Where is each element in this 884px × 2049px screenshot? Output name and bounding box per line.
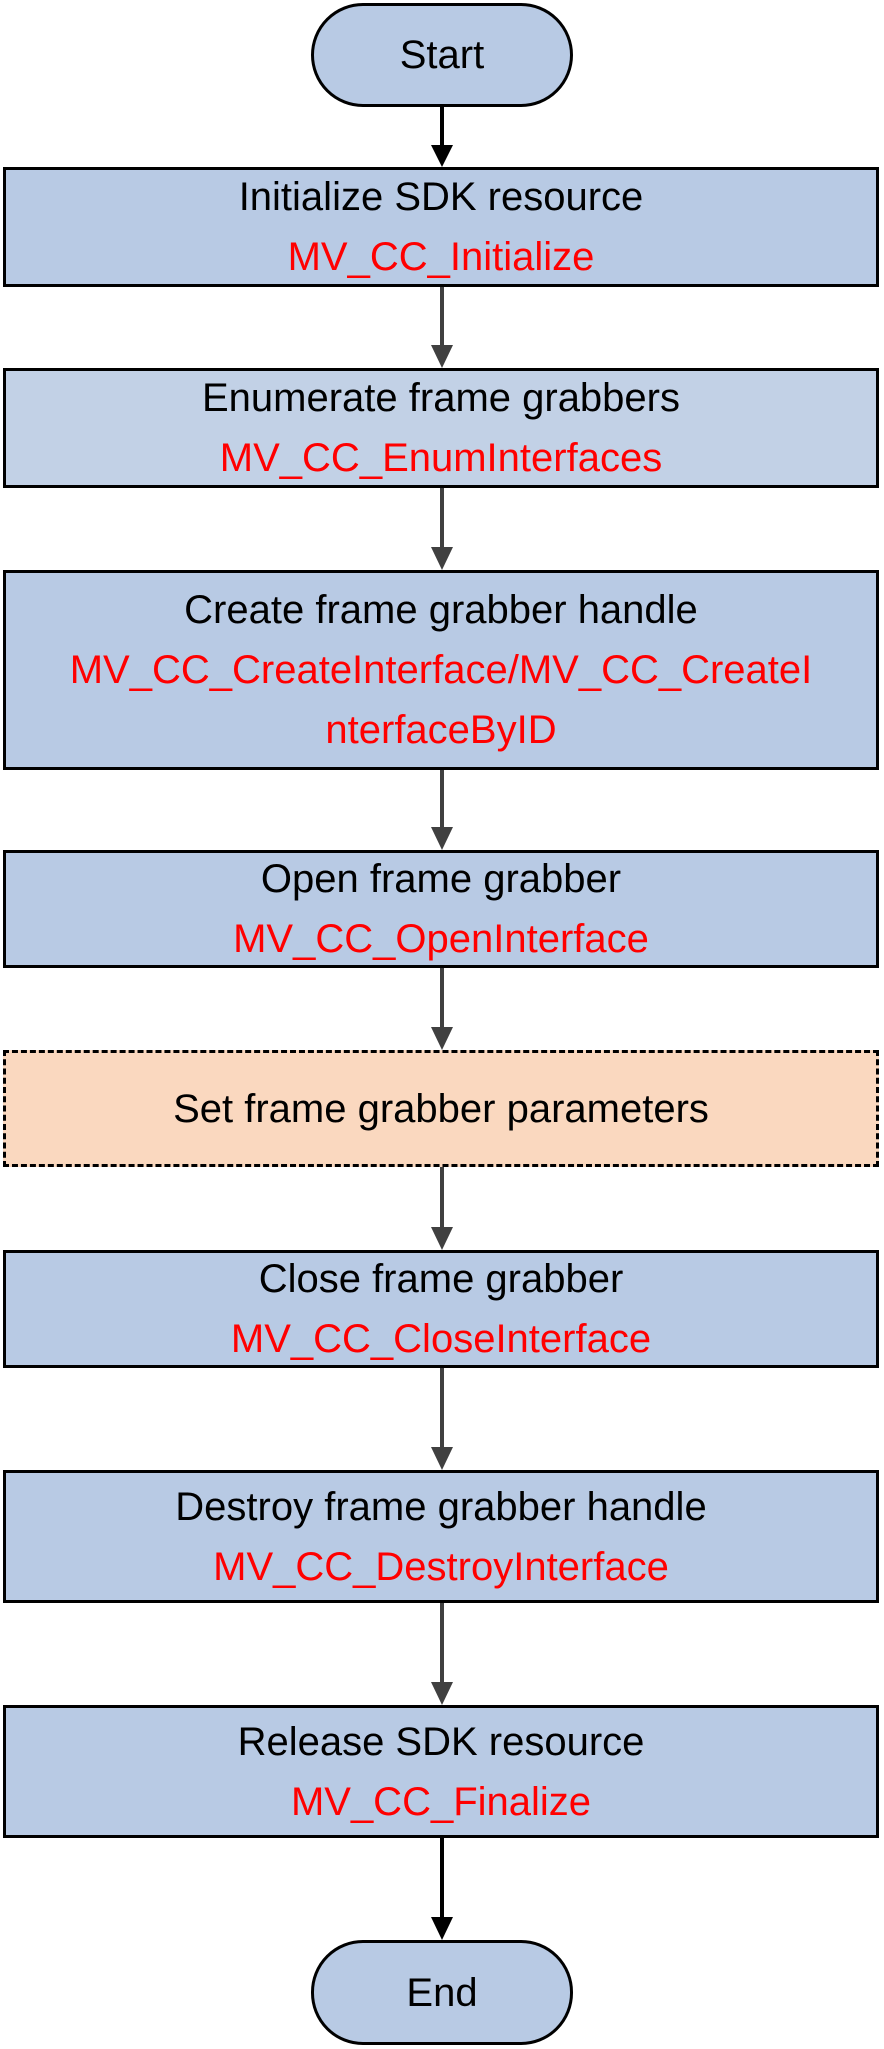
- arrow-destroy-to-release: [431, 1603, 453, 1705]
- step-create-handle-api-line2: nterfaceByID: [325, 708, 557, 752]
- step-enumerate-grabbers-title: Enumerate frame grabbers: [201, 376, 680, 420]
- step-destroy-handle: Destroy frame grabber handle MV_CC_Destr…: [3, 1470, 879, 1603]
- step-set-parameters: Set frame grabber parameters: [3, 1050, 879, 1167]
- arrow-enumerate-to-create: [431, 488, 453, 570]
- step-open-grabber: Open frame grabber MV_CC_OpenInterface: [3, 850, 879, 968]
- end-terminal: End: [311, 1940, 573, 2045]
- step-enumerate-grabbers-api: MV_CC_EnumInterfaces: [219, 436, 663, 480]
- step-create-handle-title: Create frame grabber handle: [184, 588, 698, 632]
- start-label: Start: [399, 33, 485, 77]
- step-close-grabber-title: Close frame grabber: [258, 1257, 624, 1301]
- step-initialize-sdk-title: Initialize SDK resource: [238, 175, 644, 219]
- step-release-sdk: Release SDK resource MV_CC_Finalize: [3, 1705, 879, 1838]
- end-label: End: [406, 1970, 478, 2015]
- step-destroy-handle-title: Destroy frame grabber handle: [175, 1484, 707, 1529]
- step-open-grabber-title: Open frame grabber: [260, 857, 622, 901]
- step-create-handle: Create frame grabber handle MV_CC_Create…: [3, 570, 879, 770]
- step-enumerate-grabbers: Enumerate frame grabbers MV_CC_EnumInter…: [3, 368, 879, 488]
- arrow-close-to-destroy: [431, 1368, 453, 1470]
- arrow-start-to-initialize: [431, 107, 453, 167]
- step-initialize-sdk-api: MV_CC_Initialize: [287, 235, 595, 279]
- arrow-set-params-to-close: [431, 1167, 453, 1250]
- step-set-parameters-title: Set frame grabber parameters: [173, 1086, 709, 1131]
- step-close-grabber-api: MV_CC_CloseInterface: [230, 1317, 652, 1361]
- step-destroy-handle-api: MV_CC_DestroyInterface: [213, 1544, 669, 1589]
- step-close-grabber: Close frame grabber MV_CC_CloseInterface: [3, 1250, 879, 1368]
- step-release-sdk-title: Release SDK resource: [237, 1719, 645, 1764]
- arrow-create-to-open: [431, 770, 453, 850]
- arrow-open-to-set-params: [431, 968, 453, 1050]
- step-release-sdk-api: MV_CC_Finalize: [290, 1779, 592, 1824]
- arrow-initialize-to-enumerate: [431, 287, 453, 368]
- step-initialize-sdk: Initialize SDK resource MV_CC_Initialize: [3, 167, 879, 287]
- arrow-release-to-end: [431, 1838, 453, 1940]
- step-create-handle-api-line1: MV_CC_CreateInterface/MV_CC_CreateI: [69, 648, 813, 692]
- step-open-grabber-api: MV_CC_OpenInterface: [233, 917, 649, 961]
- start-terminal: Start: [311, 3, 573, 107]
